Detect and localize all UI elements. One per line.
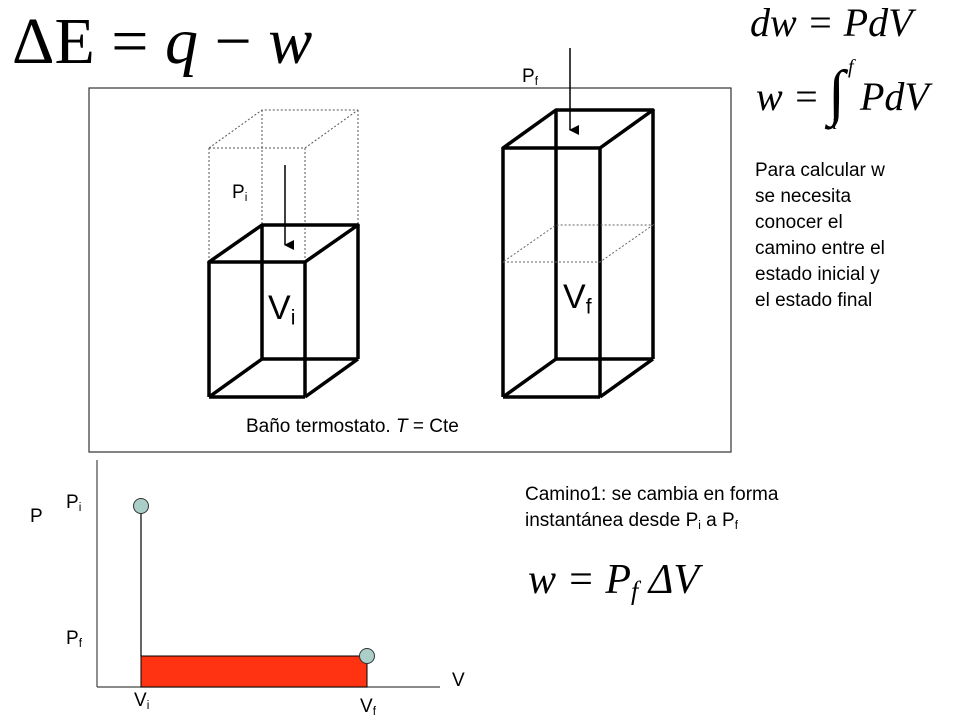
- path1-line2-mid: a P: [700, 510, 735, 531]
- bath-label-t: T: [395, 416, 408, 437]
- note-w-line: estado inicial y: [755, 264, 880, 285]
- note-w-line: conocer el: [755, 212, 843, 233]
- w-path1-equation: w = Pf ΔV: [528, 556, 699, 616]
- vf-box-base: V: [563, 278, 586, 316]
- bath-label-suffix: = Cte: [407, 416, 459, 437]
- path1-line1: Camino1: se cambia en forma: [525, 484, 779, 505]
- path1-line2-sub1: i: [698, 518, 701, 532]
- integral-upper-limit: f: [848, 56, 854, 78]
- w-integral-equation: w = ∫ f i PdV: [756, 56, 946, 136]
- pv-y-tick-pi: Pi: [66, 490, 81, 521]
- integral-lower-limit: i: [832, 112, 838, 134]
- pv-y-tick-pf: Pf: [66, 626, 82, 657]
- pv-x-axis-label: V: [452, 670, 465, 691]
- pv-plot: [96, 460, 440, 688]
- note-w-line: se necesita: [755, 186, 852, 207]
- pf-top-base: P: [522, 66, 535, 87]
- w-path1-p: P: [605, 557, 632, 603]
- vi-box-base: V: [268, 289, 291, 327]
- note-w-line: Para calcular w: [755, 160, 885, 181]
- vf-box-sub: f: [585, 295, 592, 319]
- bath-label-prefix: Baño termostato.: [246, 416, 396, 437]
- pv-y-tick-pi-sub: i: [78, 500, 82, 514]
- note-w-line: el estado final: [755, 290, 873, 311]
- path1-text: Camino1: se cambia en forma instantánea …: [525, 482, 778, 539]
- note-w-text: Para calcular w se necesita conocer el c…: [755, 158, 955, 314]
- pv-y-tick-pf-base: P: [66, 628, 79, 649]
- pv-x-tick-vi-sub: i: [146, 698, 150, 712]
- w-symbol: w: [268, 5, 313, 78]
- pi-left-base: P: [232, 182, 245, 203]
- right-box: [501, 108, 655, 399]
- vi-box-label: Vi: [268, 288, 295, 338]
- thermostat-bath: [88, 87, 732, 453]
- left-box-ghost: [208, 109, 359, 262]
- initial-state-point: [133, 498, 149, 514]
- pf-top-sub: f: [534, 74, 538, 88]
- integral-sign: ∫: [828, 59, 845, 127]
- vi-box-sub: i: [290, 306, 296, 330]
- left-box: [207, 223, 360, 399]
- pf-top-label: Pf: [522, 64, 538, 95]
- delta-e: ΔE: [12, 5, 95, 78]
- w-path1-rest: ΔV: [648, 557, 700, 603]
- equals-sign: =: [111, 5, 149, 78]
- pv-x-tick-vf-sub: f: [372, 704, 376, 718]
- final-state-point: [359, 648, 375, 664]
- pv-x-tick-vi: Vi: [134, 688, 149, 719]
- bath-label: Baño termostato. T = Cte: [246, 414, 459, 440]
- pv-y-tick-pf-sub: f: [78, 636, 82, 650]
- dw-equation: dw = PdV: [750, 0, 913, 45]
- pv-x-tick-vf-base: V: [360, 696, 373, 717]
- q-symbol: q: [165, 5, 198, 78]
- pv-y-tick-pi-base: P: [66, 492, 79, 513]
- pi-left-label: Pi: [232, 180, 247, 211]
- note-w-line: camino entre el: [755, 238, 885, 259]
- work-area-fill: [140, 655, 368, 688]
- path1-line2: instantánea desde Pi a Pf: [525, 508, 778, 539]
- w-path1-lhs: w =: [528, 557, 595, 603]
- first-law-equation: ΔE = q − w: [12, 6, 312, 78]
- minus-sign: −: [214, 5, 252, 78]
- pv-x-tick-vf: Vf: [360, 694, 376, 725]
- pi-left-sub: i: [244, 190, 248, 204]
- integral-body: PdV: [860, 74, 929, 119]
- w-integral-lhs: w =: [756, 74, 820, 119]
- pv-y-axis-label: P: [30, 506, 43, 527]
- path1-line2-sub2: f: [734, 518, 738, 532]
- path1-line2-prefix: instantánea desde P: [525, 510, 699, 531]
- w-path1-p-sub: f: [631, 576, 639, 606]
- pv-x-tick-vi-base: V: [134, 690, 147, 711]
- vf-box-label: Vf: [563, 277, 592, 327]
- right-box-initial-level: [501, 224, 655, 263]
